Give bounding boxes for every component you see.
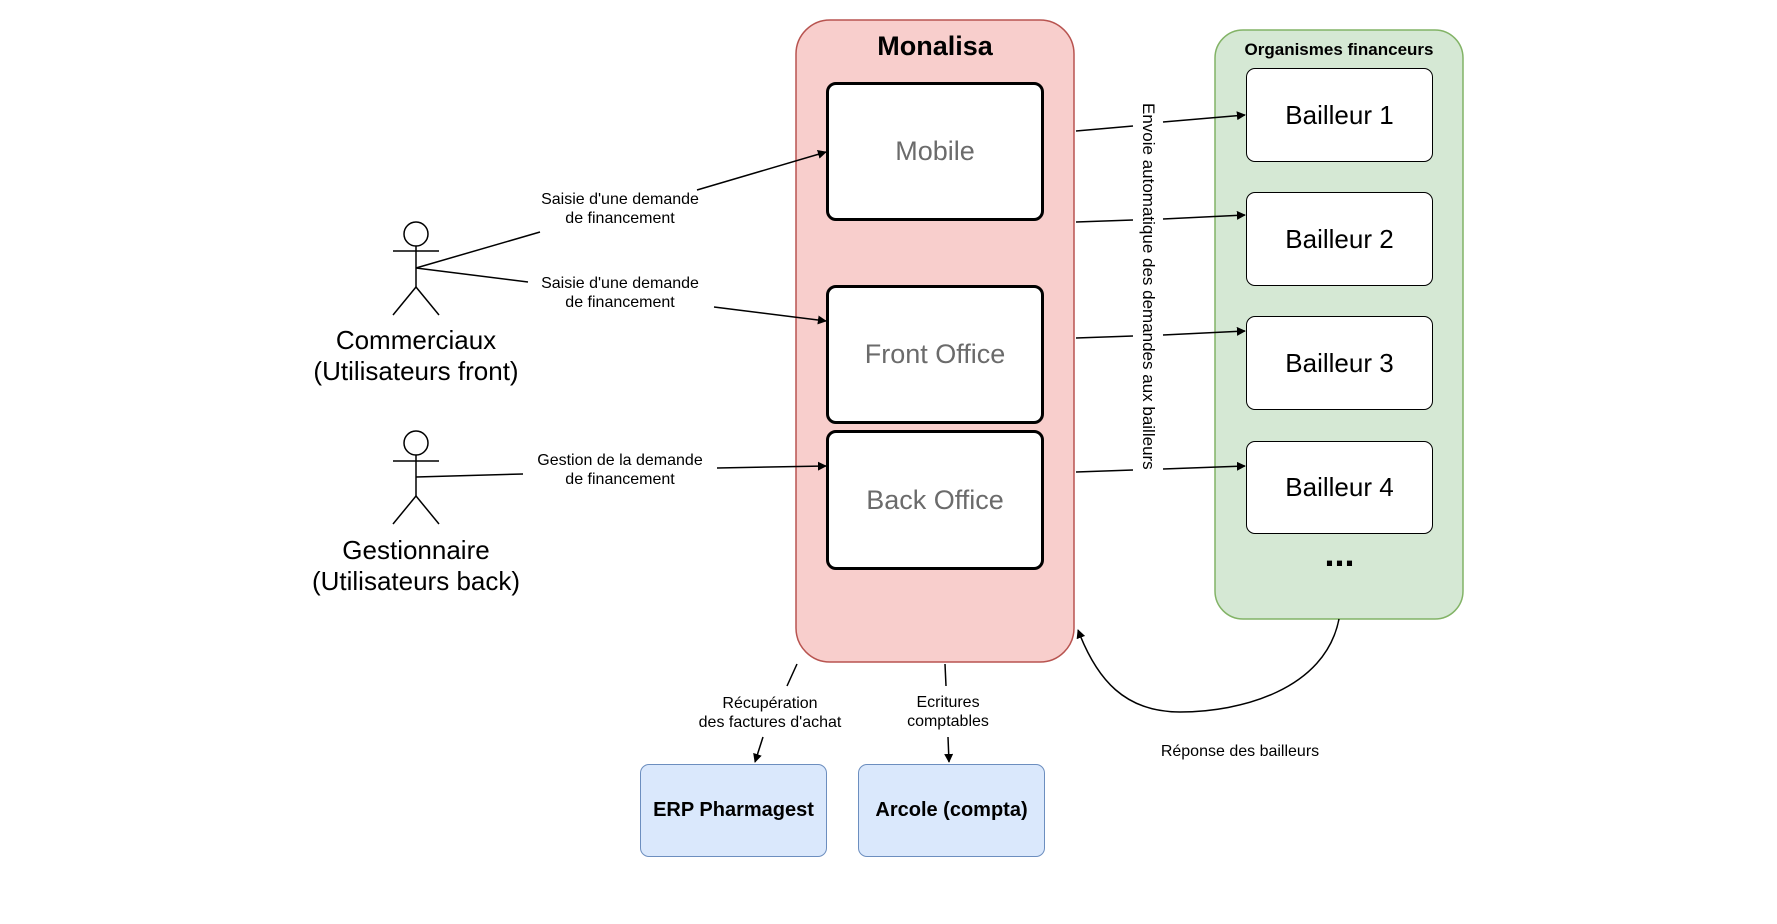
module-front-office[interactable]: Front Office <box>826 285 1044 424</box>
lessor-more-ellipsis: ... <box>1324 533 1355 574</box>
actor-gestionnaire-label: Gestionnaire (Utilisateurs back) <box>282 535 550 597</box>
lessor-2[interactable]: Bailleur 2 <box>1246 192 1433 286</box>
edge-gestion-back-line-2: de financement <box>565 471 675 489</box>
lessor-3[interactable]: Bailleur 3 <box>1246 316 1433 410</box>
module-back-office[interactable]: Back Office <box>826 430 1044 570</box>
edge-envoi-bailleur-2 <box>1075 215 1245 222</box>
edge-reponse-label: Réponse des bailleurs <box>1160 743 1320 760</box>
edge-saisie-front-label: Saisie d'une demande de financement <box>505 274 735 312</box>
module-mobile[interactable]: Mobile <box>826 82 1044 221</box>
edge-saisie-mobile-line-2: de financement <box>565 210 675 228</box>
edge-saisie-front-line-2: de financement <box>565 294 675 312</box>
edge-gestion-back <box>415 466 826 478</box>
lessor-1[interactable]: Bailleur 1 <box>1246 68 1433 162</box>
edge-envoi-label: Envoie automatique des demandes aux bail… <box>1139 102 1158 470</box>
edge-ecritures-line-1: Ecritures <box>916 694 980 711</box>
edge-saisie-front-line-1: Saisie d'une demande <box>541 275 699 292</box>
edge-envoi-bailleur-3 <box>1075 331 1245 338</box>
edge-saisie-mobile-line-1: Saisie d'une demande <box>541 191 699 208</box>
edge-recuperation-label: Récupération des factures d'achat <box>670 694 870 732</box>
actor-commerciaux-label: Commerciaux (Utilisateurs front) <box>282 325 550 387</box>
organismes-title: Organismes financeurs <box>1244 40 1434 59</box>
edge-ecritures <box>945 663 949 762</box>
external-erp-pharmagest[interactable]: ERP Pharmagest <box>640 764 827 857</box>
edge-saisie-front <box>415 267 826 321</box>
edge-gestion-back-line-1: Gestion de la demande <box>537 452 703 469</box>
edge-reponse-bailleurs <box>1076 618 1340 713</box>
monalisa-title: Monalisa <box>877 31 993 61</box>
actor-gestionnaire-figure <box>392 430 440 525</box>
actor-commerciaux-role: (Utilisateurs front) <box>313 356 519 387</box>
edge-ecritures-line-2: comptables <box>907 713 989 731</box>
edge-recuperation <box>755 663 798 762</box>
edge-saisie-mobile <box>415 152 826 269</box>
edge-recuperation-line-2: des factures d'achat <box>698 714 842 732</box>
edge-gestion-back-label: Gestion de la demande de financement <box>505 451 735 489</box>
actor-gestionnaire-role: (Utilisateurs back) <box>311 566 521 597</box>
actor-commerciaux-name: Commerciaux <box>335 325 497 355</box>
lessor-4[interactable]: Bailleur 4 <box>1246 441 1433 534</box>
external-arcole-compta[interactable]: Arcole (compta) <box>858 764 1045 857</box>
edge-envoi-bailleur-1 <box>1075 115 1245 132</box>
actor-gestionnaire-name: Gestionnaire <box>342 535 490 565</box>
actor-commerciaux-figure <box>392 221 440 316</box>
edge-envoi-bailleur-4 <box>1075 466 1245 472</box>
edge-recuperation-line-1: Récupération <box>722 695 818 712</box>
edge-ecritures-label: Ecritures comptables <box>868 693 1028 731</box>
edge-saisie-mobile-label: Saisie d'une demande de financement <box>505 190 735 228</box>
